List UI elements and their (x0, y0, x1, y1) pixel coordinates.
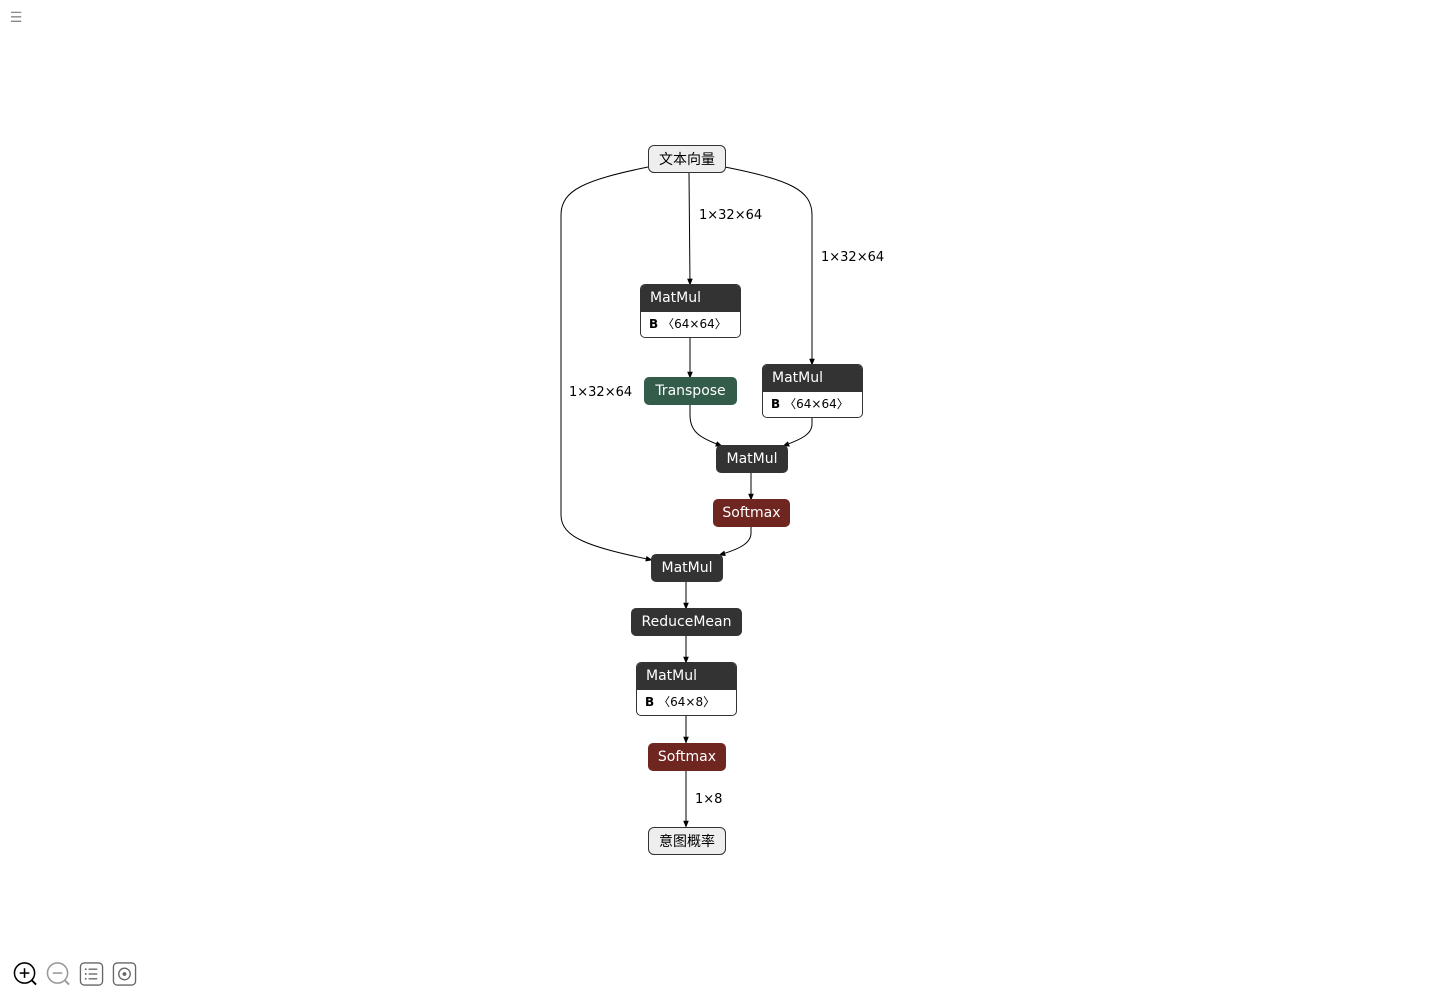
matmul-k-node[interactable]: MatMul B〈64×64〉 (762, 364, 863, 418)
edge-softmax-matmul-context (718, 527, 752, 556)
edge-label: 1×32×64 (569, 385, 632, 400)
zoom-out-icon[interactable] (46, 961, 71, 986)
node-title: MatMul (637, 663, 736, 690)
edge-matmul-k-matmul-scores (782, 418, 813, 447)
input-node[interactable]: 文本向量 (648, 145, 726, 173)
node-attribute: B〈64×8〉 (645, 695, 716, 709)
zoom-in-icon[interactable] (13, 961, 38, 986)
node-attribute: B〈64×64〉 (649, 317, 727, 331)
menu-icon[interactable]: ☰ (9, 10, 23, 26)
softmax-attention-node[interactable]: Softmax (713, 499, 790, 527)
softmax-output-node[interactable]: Softmax (648, 743, 726, 771)
node-title: MatMul (641, 285, 740, 312)
list-icon[interactable] (79, 961, 104, 986)
matmul-scores-node[interactable]: MatMul (716, 445, 788, 473)
matmul-q-node[interactable]: MatMul B〈64×64〉 (640, 284, 741, 338)
transpose-node[interactable]: Transpose (644, 377, 737, 405)
edge-label: 1×8 (695, 792, 722, 807)
target-icon[interactable] (112, 961, 137, 986)
output-node[interactable]: 意图概率 (648, 827, 726, 855)
edge-label: 1×32×64 (699, 208, 762, 223)
edge-transpose-matmul-scores (689, 405, 723, 447)
edge-input-matmul-k (724, 166, 815, 366)
edge-input-matmul-context (560, 166, 653, 562)
edge-label: 1×32×64 (821, 250, 884, 265)
node-attribute: B〈64×64〉 (771, 397, 849, 411)
node-title: MatMul (763, 365, 862, 392)
matmul-context-node[interactable]: MatMul (651, 554, 723, 582)
matmul-classifier-node[interactable]: MatMul B〈64×8〉 (636, 662, 737, 716)
edge-input-matmul-q (687, 172, 693, 286)
zoom-toolbar (13, 961, 137, 986)
reducemean-node[interactable]: ReduceMean (631, 608, 742, 636)
